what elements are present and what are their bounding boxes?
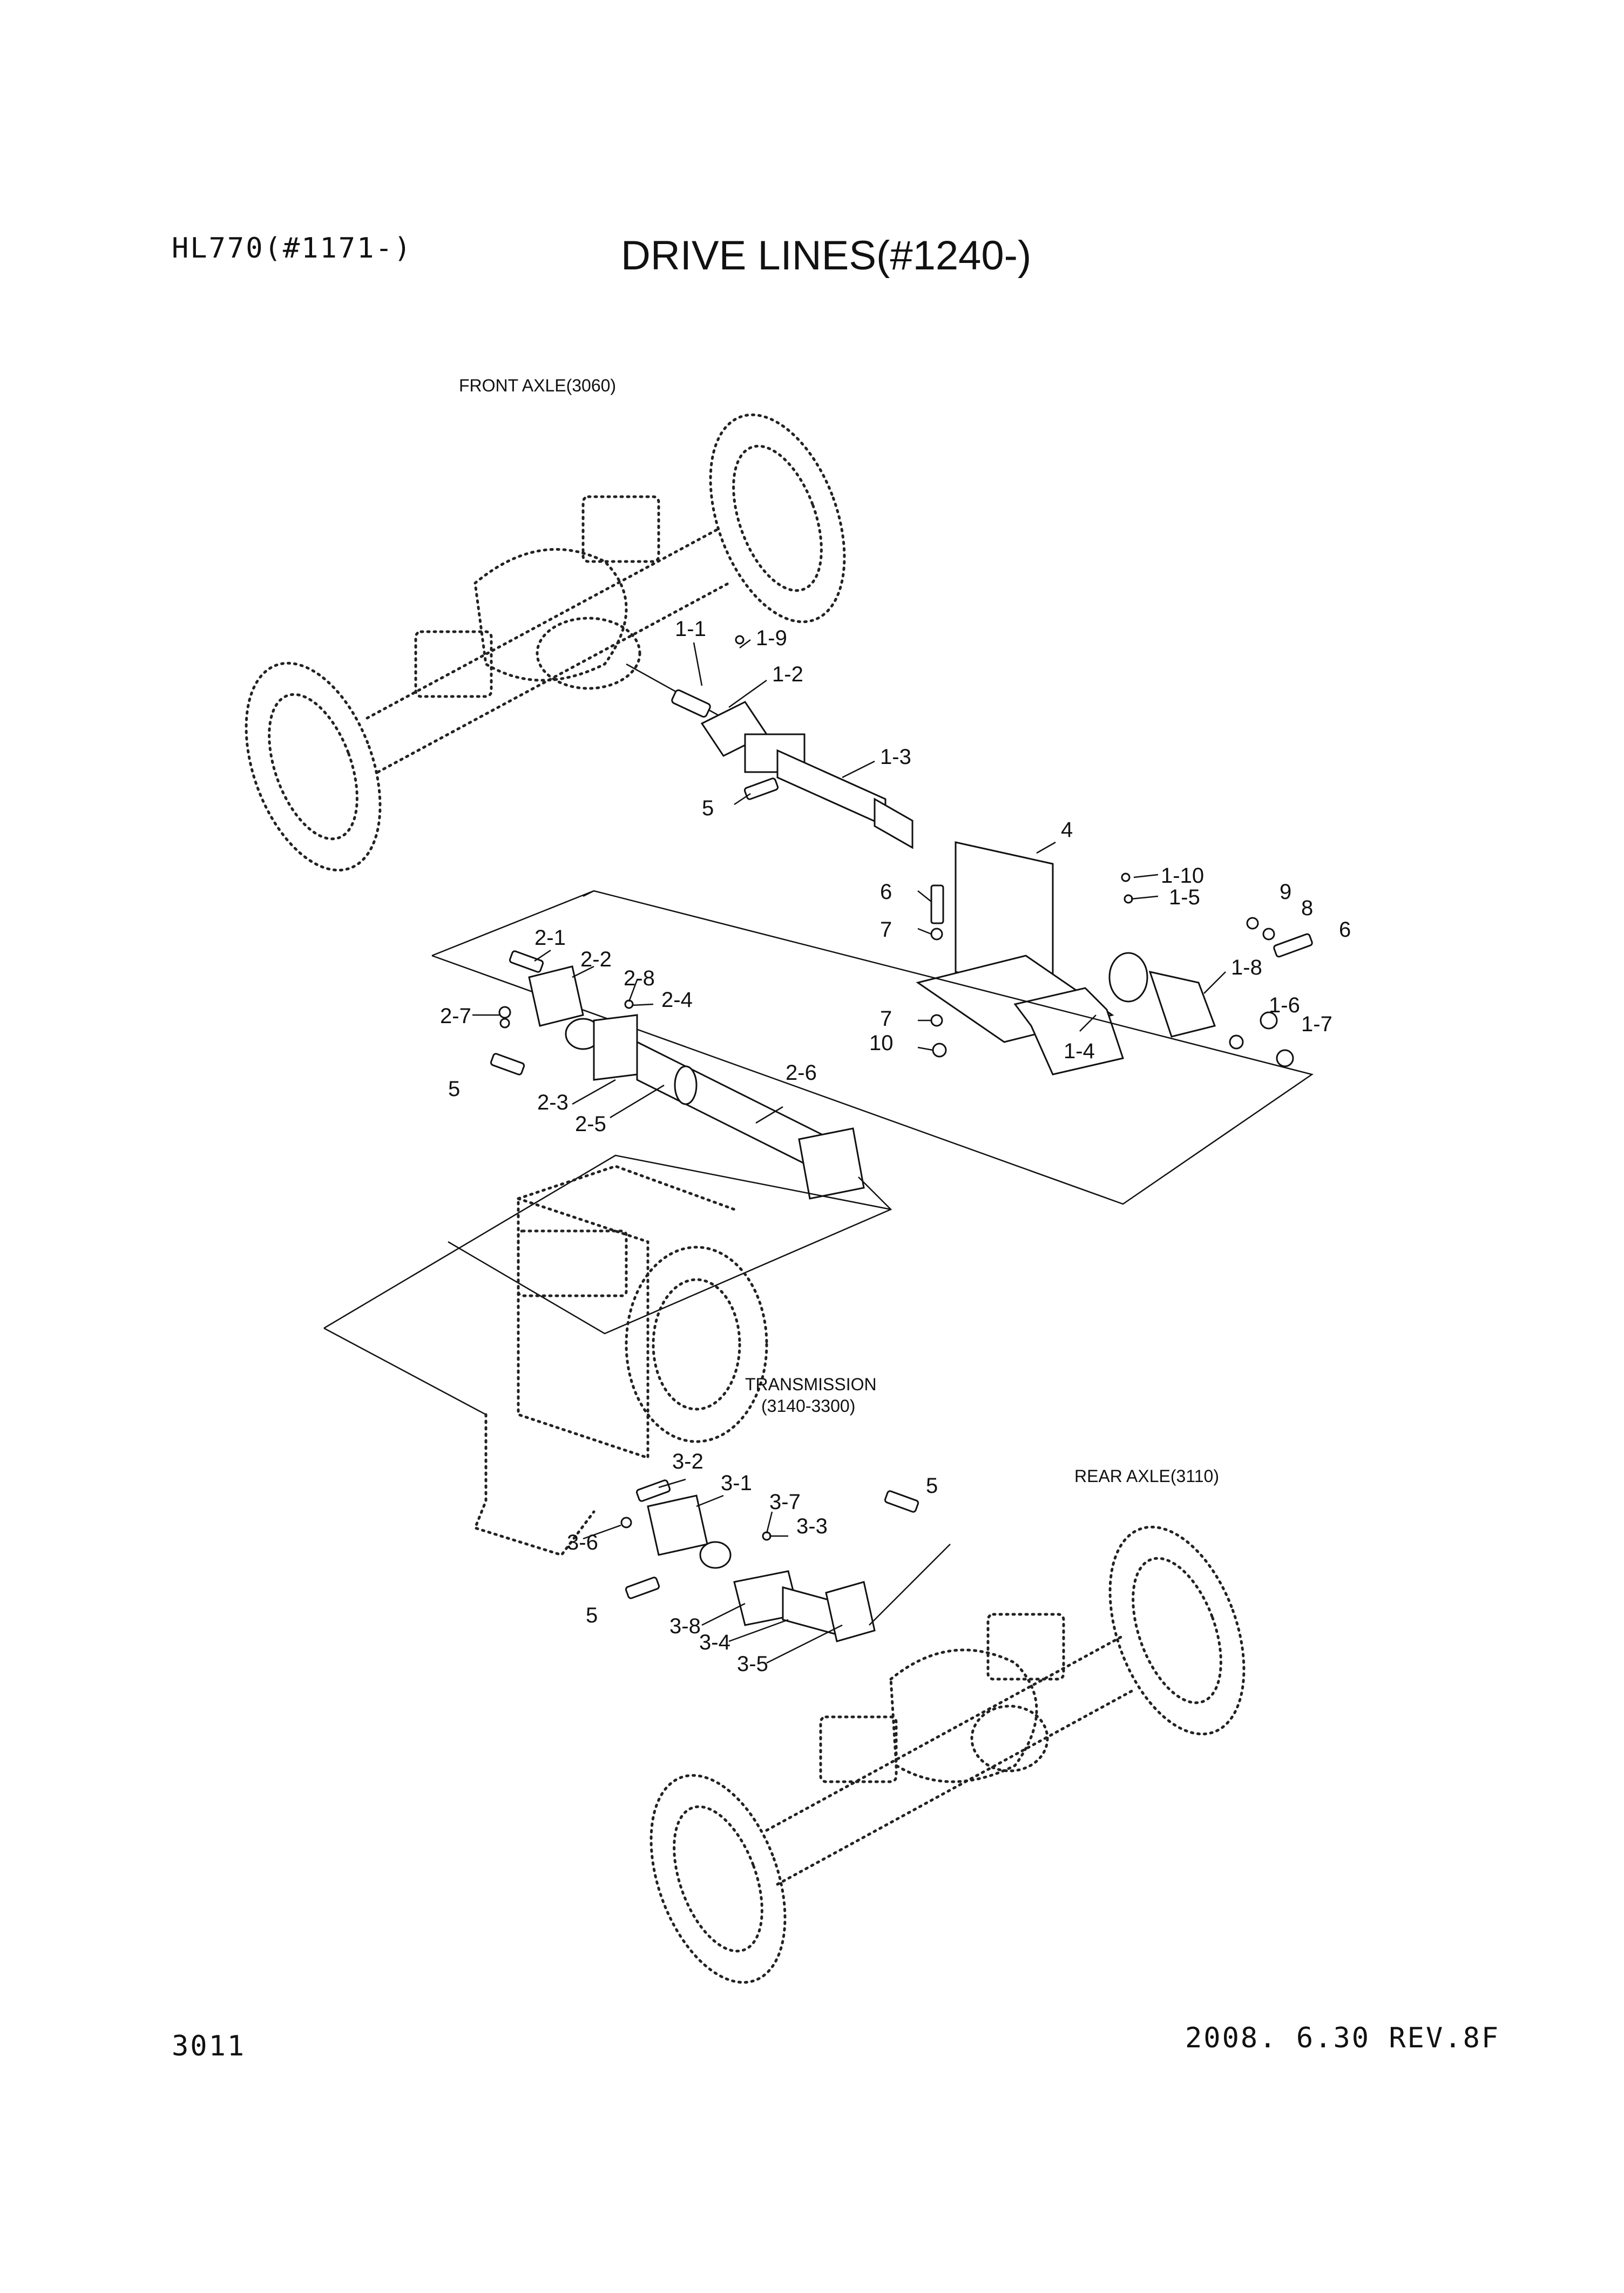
front-axle-label: FRONT AXLE(3060): [459, 376, 616, 395]
callout-3-2: 3-2: [672, 1450, 703, 1473]
rear-axle-drawing: [649, 1525, 1246, 1984]
callout-2-1: 2-1: [534, 926, 566, 950]
callout-3-5: 3-5: [737, 1652, 768, 1676]
transmission-range-label: (3140-3300): [761, 1396, 855, 1416]
callout-5-rear-top: 5: [926, 1474, 938, 1498]
callout-3-1: 3-1: [721, 1471, 752, 1495]
callout-1-8: 1-8: [1231, 956, 1262, 979]
callout-2-6: 2-6: [786, 1061, 817, 1085]
callout-8: 8: [1301, 896, 1313, 920]
callout-1-4: 1-4: [1064, 1039, 1095, 1063]
rear-axle-label: REAR AXLE(3110): [1074, 1466, 1219, 1486]
callout-2-5: 2-5: [575, 1112, 606, 1136]
callout-2-3: 2-3: [537, 1091, 569, 1114]
callout-1-10: 1-10: [1161, 864, 1204, 888]
callout-4: 4: [1061, 818, 1073, 842]
callout-1-5: 1-5: [1169, 885, 1200, 909]
callout-1-2: 1-2: [772, 662, 803, 686]
callout-10: 10: [869, 1031, 894, 1055]
callout-7-washer-bottom: 7: [880, 1007, 892, 1031]
transmission-label: TRANSMISSION: [745, 1375, 877, 1394]
callout-9: 9: [1280, 880, 1291, 904]
page-number: 3011: [172, 2030, 246, 2062]
callout-3-3: 3-3: [796, 1514, 828, 1538]
front-shaft-group: [626, 635, 1313, 1076]
callout-5-front: 5: [702, 796, 714, 820]
callout-1-6: 1-6: [1269, 993, 1300, 1017]
callout-5-middle: 5: [448, 1077, 460, 1101]
callout-2-8: 2-8: [624, 966, 655, 990]
model-header: HL770(#1171-): [172, 232, 412, 265]
callout-3-6: 3-6: [567, 1531, 598, 1554]
callout-3-8: 3-8: [669, 1614, 701, 1638]
callout-6-bolt: 6: [880, 880, 892, 904]
callout-7-washer-top: 7: [880, 918, 892, 942]
callout-6-right: 6: [1339, 918, 1351, 942]
callout-3-4: 3-4: [699, 1631, 730, 1654]
callout-1-9: 1-9: [756, 626, 787, 650]
leader-lines: [472, 639, 1226, 1664]
revision-date: 2008. 6.30 REV.8F: [1185, 2022, 1500, 2054]
middle-shaft-group: [431, 890, 1314, 1335]
front-axle-drawing: [245, 413, 846, 872]
callout-2-4: 2-4: [661, 988, 693, 1012]
callout-1-1: 1-1: [675, 617, 706, 641]
callout-3-7: 3-7: [769, 1490, 801, 1514]
transmission-drawing: [323, 1154, 891, 1557]
callout-1-7: 1-7: [1301, 1012, 1332, 1036]
page-title: DRIVE LINES(#1240-): [621, 233, 1032, 279]
callout-1-3: 1-3: [880, 745, 911, 769]
callout-5-rear-bottom: 5: [586, 1604, 598, 1627]
callout-2-7: 2-7: [440, 1004, 471, 1028]
callout-2-2: 2-2: [580, 948, 612, 971]
